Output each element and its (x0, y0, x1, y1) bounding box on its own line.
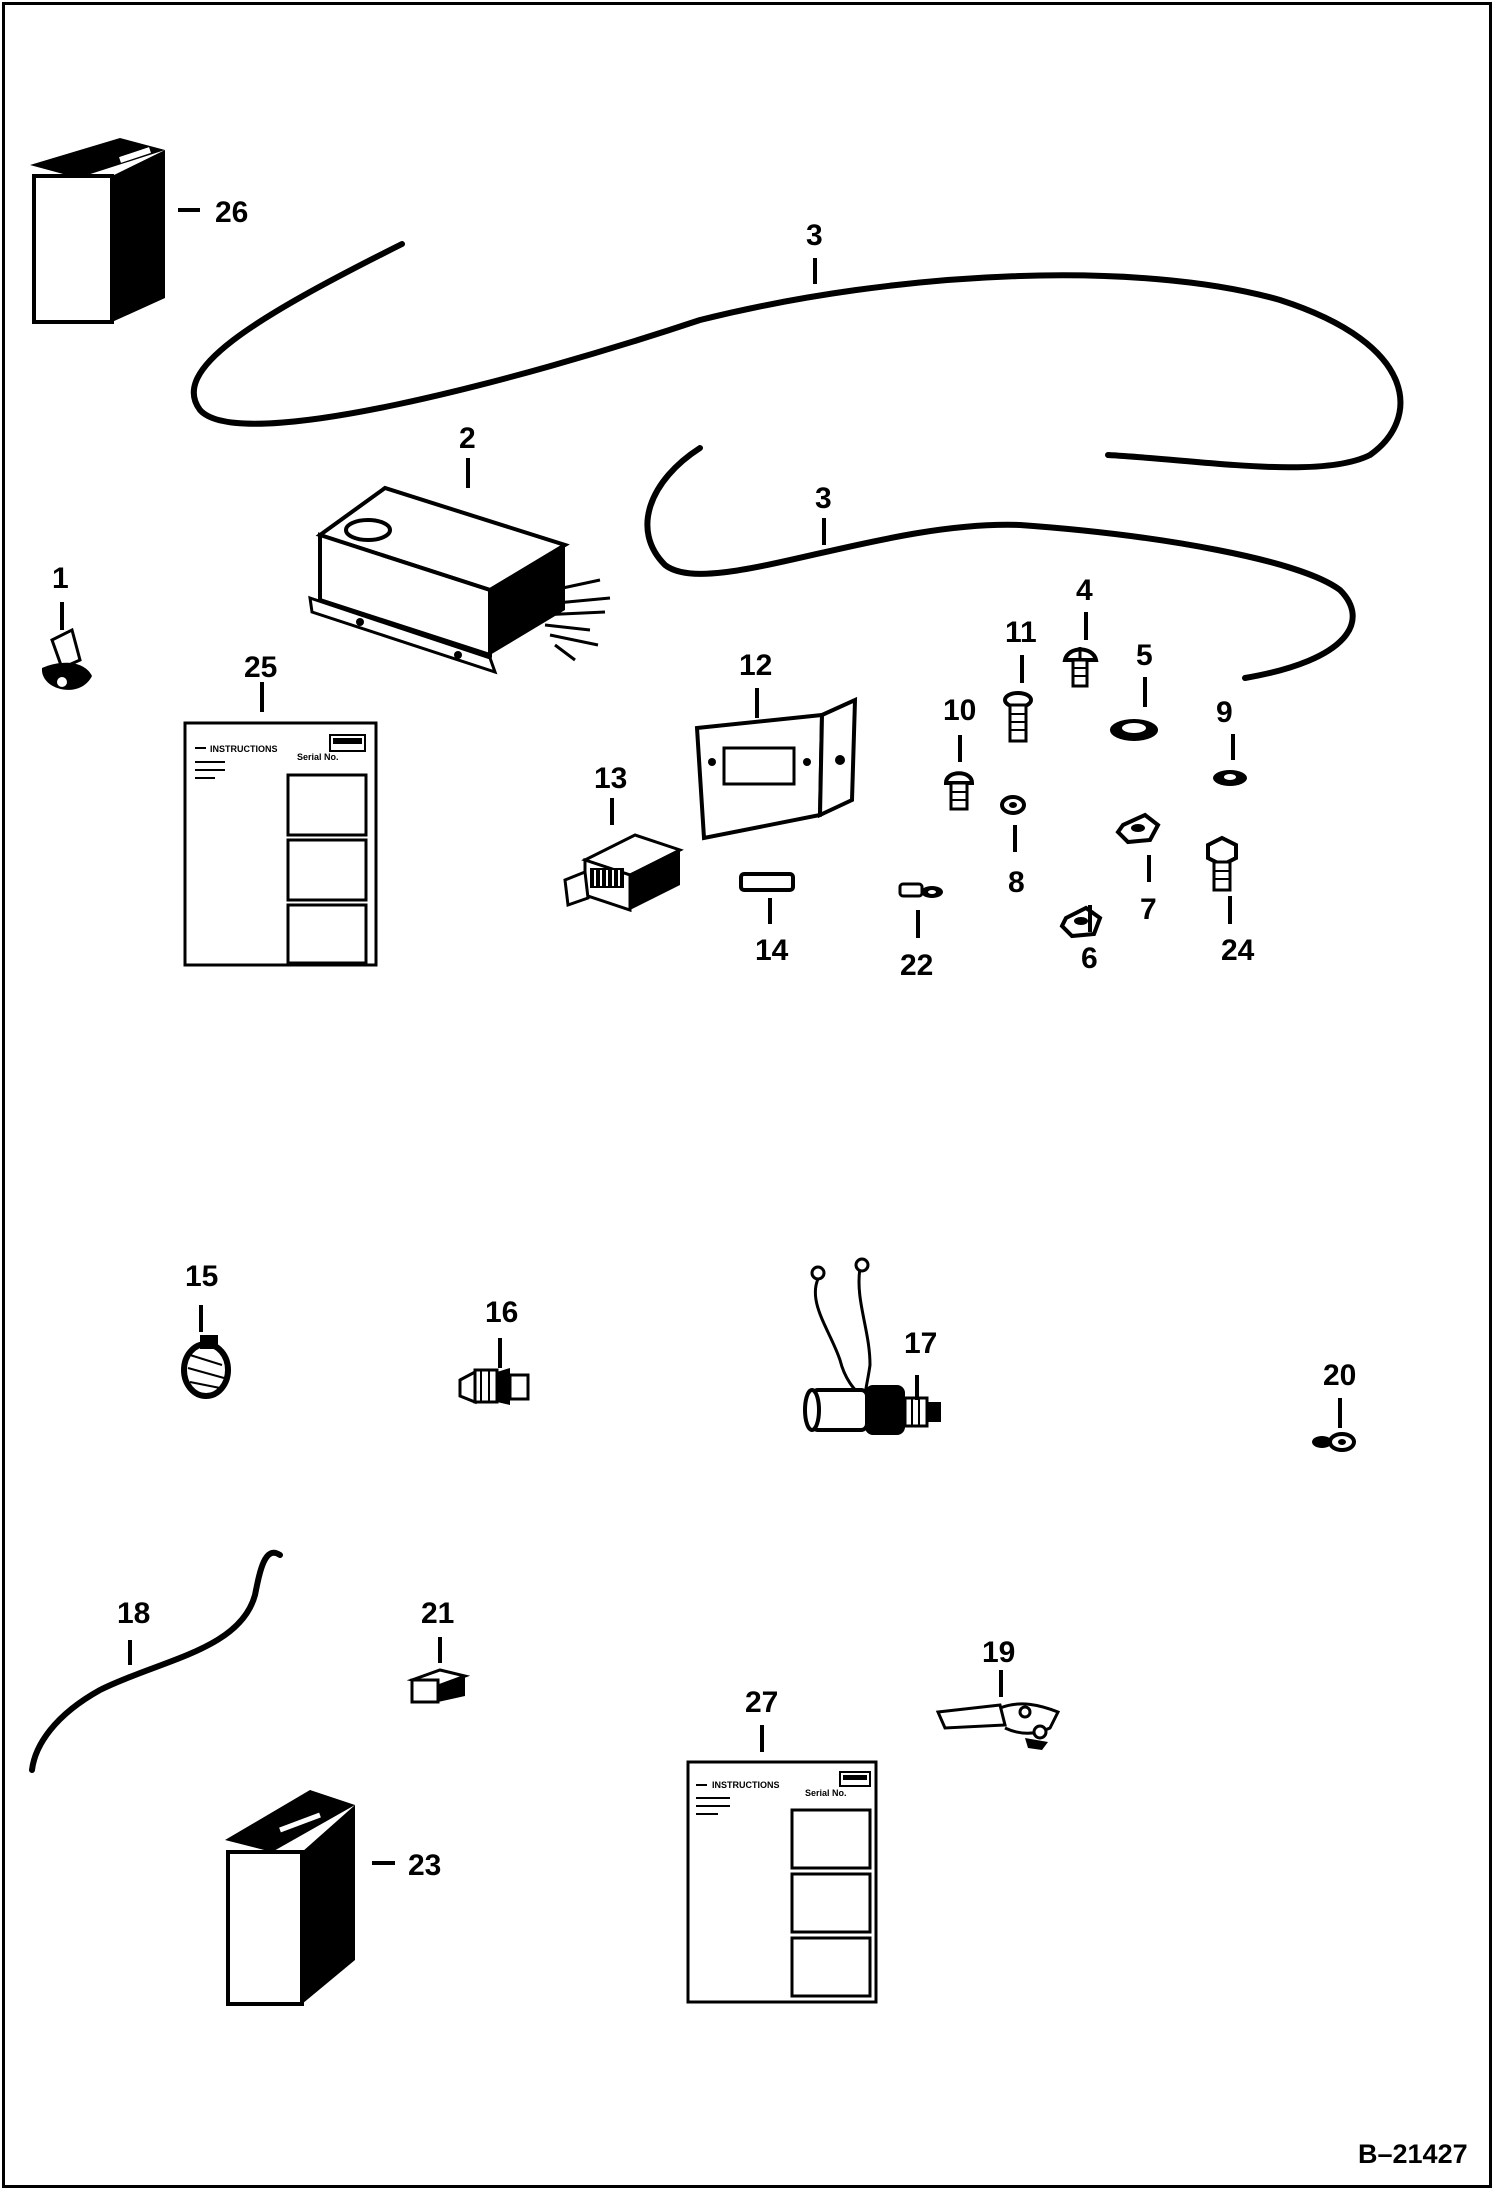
label-18: 17 (904, 1327, 937, 1360)
hose-clamp-icon (181, 1335, 231, 1399)
clip-icon (41, 627, 92, 690)
instruction-sheet-icon: INSTRUCTIONS Serial No. (686, 1760, 878, 2004)
drawing-reference: B–21427 (1358, 2139, 1468, 2169)
bracket-icon (694, 696, 858, 841)
label-16: 15 (185, 1260, 218, 1293)
label-23: 22 (900, 949, 933, 982)
label-4: 4 (1076, 574, 1093, 607)
label-8: 6 (1081, 942, 1098, 975)
box-icon (225, 1790, 355, 2006)
label-24: 23 (408, 1849, 441, 1882)
terminal-icon (1312, 1432, 1356, 1452)
instruction-sheet-icon: INSTRUCTIONS Serial No. (183, 721, 378, 967)
sheet-heading-27: INSTRUCTIONS (712, 1780, 780, 1790)
label-3a: 3 (806, 219, 823, 252)
label-13: 12 (739, 649, 772, 682)
wire-harness-icon (29, 1549, 283, 1773)
pressure-switch-icon (803, 1257, 941, 1435)
label-19: 18 (117, 1597, 150, 1630)
label-10: 9 (1216, 696, 1233, 729)
label-25: 26 (215, 196, 248, 229)
fuse-icon (739, 872, 795, 892)
bolt-icon (1062, 647, 1099, 688)
label-3b: 3 (815, 482, 832, 515)
label-26: 25 (244, 651, 277, 684)
label-1: 1 (52, 562, 69, 595)
sheet-field-26: Serial No. (297, 752, 339, 762)
label-11: 10 (943, 694, 976, 727)
label-7: 7 (1140, 893, 1157, 926)
label-27: 27 (745, 1686, 778, 1719)
control-module-icon (308, 485, 611, 675)
label-17: 16 (485, 1296, 518, 1329)
box-icon (30, 138, 165, 324)
fitting-icon (458, 1368, 530, 1405)
bracket-icon (935, 1702, 1061, 1750)
terminal-icon (898, 882, 943, 898)
relay-connector-icon (563, 833, 684, 913)
washer-icon (1110, 719, 1158, 741)
label-14: 13 (594, 762, 627, 795)
label-9: 8 (1008, 866, 1025, 899)
nut-icon (1000, 795, 1026, 815)
label-20: 20 (1323, 1359, 1356, 1392)
label-22: 21 (421, 1597, 454, 1630)
label-15: 14 (755, 934, 789, 967)
label-21: 19 (982, 1636, 1015, 1669)
sheet-field-27: Serial No. (805, 1788, 847, 1798)
wire-harness-icon (190, 241, 1404, 471)
wire-harness-icon (644, 445, 1356, 681)
nut-icon (1115, 812, 1161, 845)
bolt-icon (1003, 691, 1033, 743)
washer-icon (1213, 770, 1247, 786)
label-6: 24 (1221, 934, 1255, 967)
label-12: 11 (1005, 616, 1037, 649)
bolt-icon (1206, 835, 1238, 892)
bolt-icon (943, 771, 975, 811)
relay-connector-icon (406, 1668, 471, 1704)
label-2: 2 (459, 422, 476, 455)
nut-icon (1059, 905, 1103, 939)
sheet-heading-26: INSTRUCTIONS (210, 744, 278, 754)
label-5: 5 (1136, 639, 1153, 672)
